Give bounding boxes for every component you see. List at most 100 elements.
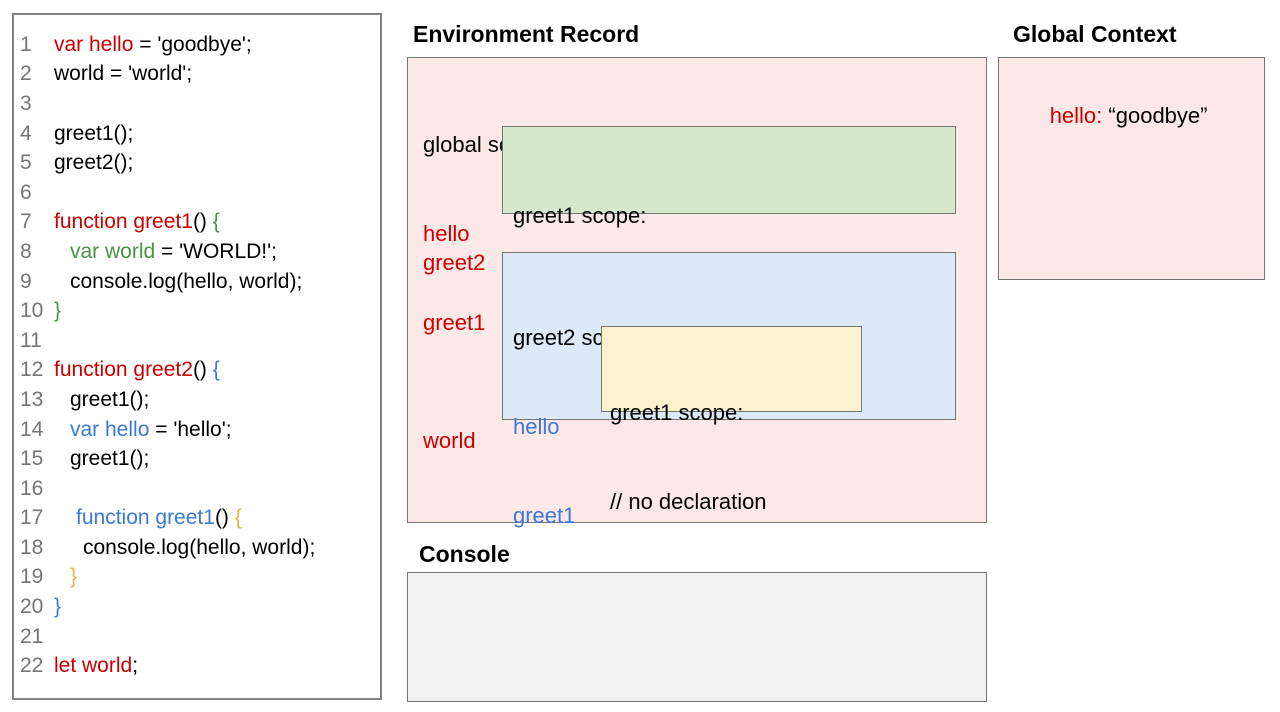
line-number: 22 bbox=[20, 654, 44, 678]
global-var-greet2: greet2 bbox=[423, 250, 486, 275]
line-number: 1 bbox=[20, 32, 32, 56]
environment-record-title: Environment Record bbox=[413, 21, 640, 47]
code-line: 15 greet1(); bbox=[14, 444, 380, 474]
line-number: 12 bbox=[20, 358, 44, 382]
code-line-text: function greet1() { bbox=[54, 506, 242, 530]
nested-greet1-scope-heading: greet1 scope: bbox=[610, 400, 744, 426]
line-number: 17 bbox=[20, 506, 44, 530]
code-token: () bbox=[192, 358, 213, 382]
greet2-scope-box: greet2 scope: hello greet1 greet1 scope:… bbox=[502, 252, 956, 528]
code-line: 20} bbox=[14, 592, 380, 622]
code-line: 9 console.log(hello, world); bbox=[14, 267, 380, 297]
code-line: 22 let world; bbox=[14, 651, 380, 681]
code-token: = 'goodbye'; bbox=[133, 32, 252, 56]
line-number: 5 bbox=[20, 151, 32, 175]
code-token: greet1(); bbox=[54, 121, 134, 145]
code-line-text: } bbox=[54, 565, 77, 589]
global-var-greet1: greet1 bbox=[423, 309, 486, 335]
line-number: 20 bbox=[20, 595, 44, 619]
code-line: 16 bbox=[14, 474, 380, 504]
code-line: 14 var hello = 'hello'; bbox=[14, 415, 380, 445]
code-line-text: } bbox=[54, 299, 61, 323]
code-line: 4 greet1(); bbox=[14, 119, 380, 149]
code-line: 12 function greet2() { bbox=[14, 356, 380, 386]
code-editor: 1 var hello = 'goodbye'; 2 world = 'world';… bbox=[12, 13, 382, 700]
code-line: 7 function greet1() { bbox=[14, 208, 380, 238]
line-number: 7 bbox=[20, 210, 32, 234]
code-token: world = 'world'; bbox=[54, 62, 193, 86]
code-lines: 1 var hello = 'goodbye'; 2 world = 'world';… bbox=[14, 30, 380, 681]
code-line: 13 greet1(); bbox=[14, 385, 380, 415]
code-line: 3 bbox=[14, 89, 380, 119]
code-line-text: console.log(hello, world); bbox=[54, 536, 315, 560]
global-var-hello: hello bbox=[423, 220, 470, 246]
line-number: 9 bbox=[20, 269, 32, 293]
code-line-text: } bbox=[54, 595, 61, 619]
code-line-text: function greet1() { bbox=[54, 210, 220, 234]
code-token: { bbox=[234, 506, 242, 530]
code-line: 19} bbox=[14, 563, 380, 593]
global-context-entry: hello: “goodbye” bbox=[1013, 71, 1208, 160]
line-number: 2 bbox=[20, 62, 32, 86]
code-token: console.log(hello, world); bbox=[83, 535, 316, 559]
line-number: 19 bbox=[20, 565, 44, 589]
code-token: = 'WORLD!'; bbox=[155, 239, 277, 263]
code-line: 5 greet2(); bbox=[14, 148, 380, 178]
code-line-text: greet2(); bbox=[54, 151, 133, 175]
line-number: 15 bbox=[20, 447, 44, 471]
code-line: 11 bbox=[14, 326, 380, 356]
code-line: 1 var hello = 'goodbye'; bbox=[14, 30, 380, 60]
line-number: 4 bbox=[20, 121, 32, 145]
code-line-text: var hello = 'hello'; bbox=[54, 418, 232, 442]
nested-greet1-comment: // no declaration bbox=[610, 488, 767, 514]
global-context-entry-name: hello: bbox=[1049, 102, 1103, 128]
code-token: greet2(); bbox=[54, 151, 134, 175]
code-token: function greet1 bbox=[76, 506, 215, 530]
global-context-entry-value: “goodbye” bbox=[1108, 102, 1208, 128]
code-token: let world bbox=[54, 654, 133, 678]
code-token: var world bbox=[70, 239, 156, 263]
global-var-world: world bbox=[423, 428, 476, 453]
code-token: = 'hello'; bbox=[149, 417, 232, 441]
line-number: 16 bbox=[20, 476, 44, 500]
line-number: 13 bbox=[20, 387, 44, 411]
line-number: 8 bbox=[20, 239, 32, 263]
code-line: 21 bbox=[14, 622, 380, 652]
code-line: 17 function greet1() { bbox=[14, 504, 380, 534]
console-output-box bbox=[407, 572, 987, 702]
global-scope-box: global scope: hello greet1 greet1 scope:… bbox=[407, 57, 987, 528]
code-token: var hello bbox=[54, 32, 134, 56]
code-line-text: var world = 'WORLD!'; bbox=[54, 240, 277, 264]
nested-greet1-entries: greet1 scope: // no declaration bbox=[610, 339, 767, 576]
line-number: 10 bbox=[20, 299, 44, 323]
code-token: function greet1 bbox=[54, 210, 193, 234]
code-token: () bbox=[192, 210, 213, 234]
code-line: 8 var world = 'WORLD!'; bbox=[14, 237, 380, 267]
line-number: 11 bbox=[20, 328, 42, 352]
code-line-text: function greet2() { bbox=[54, 358, 220, 382]
greet2-var-hello: hello bbox=[513, 413, 560, 439]
line-number: 18 bbox=[20, 535, 44, 559]
line-number: 3 bbox=[20, 91, 32, 115]
code-token: function greet2 bbox=[54, 358, 193, 382]
code-token: greet1(); bbox=[70, 447, 150, 471]
code-line: 10} bbox=[14, 296, 380, 326]
code-line-text: greet1(); bbox=[54, 388, 149, 412]
code-line-text: let world; bbox=[54, 654, 138, 678]
code-token: var hello bbox=[70, 417, 150, 441]
code-line: 2 world = 'world'; bbox=[14, 60, 380, 90]
code-line: 18 console.log(hello, world); bbox=[14, 533, 380, 563]
code-token: } bbox=[70, 565, 78, 589]
nested-greet1-scope-box: greet1 scope: // no declaration bbox=[601, 326, 862, 514]
greet1-scope-heading: greet1 scope: bbox=[513, 203, 647, 229]
greet2-var-greet1: greet1 bbox=[513, 502, 576, 528]
code-token: } bbox=[54, 595, 62, 619]
line-number: 14 bbox=[20, 417, 44, 441]
code-token: console.log(hello, world); bbox=[70, 269, 303, 293]
console-title: Console bbox=[419, 541, 510, 567]
global-context-box: hello: “goodbye” bbox=[998, 57, 1265, 280]
greet1-scope-box: greet1 scope: world bbox=[502, 126, 956, 317]
code-token: () bbox=[214, 506, 235, 530]
code-token: { bbox=[212, 358, 220, 382]
